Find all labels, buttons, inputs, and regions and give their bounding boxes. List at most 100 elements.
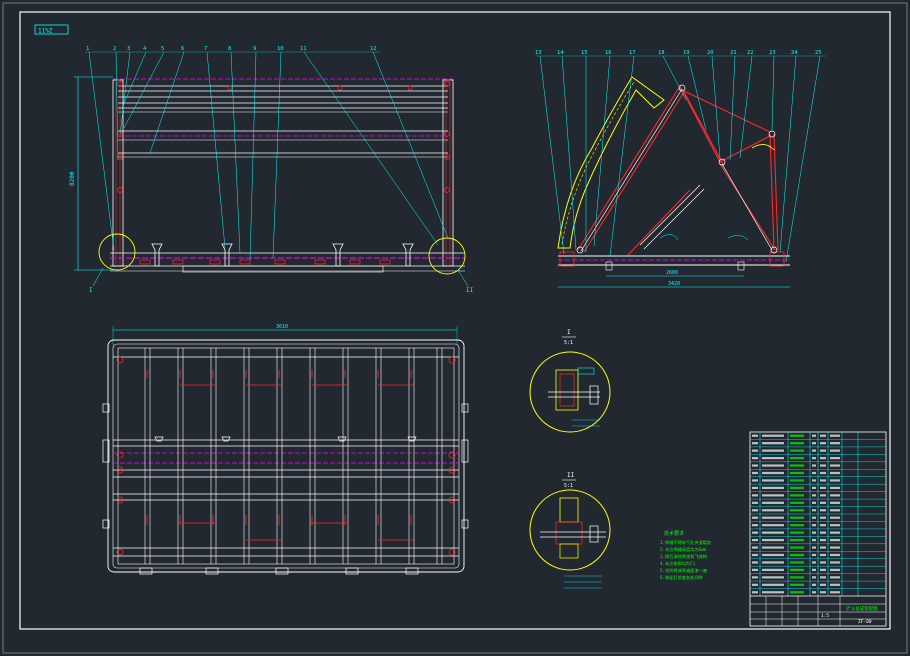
bom-cell-mark	[820, 591, 826, 594]
bom-cell-mark	[820, 471, 826, 475]
bom-cell-mark	[762, 516, 784, 519]
bom-cell-mark	[790, 471, 804, 475]
bom-cell-mark	[820, 538, 826, 542]
bom-cell-mark	[830, 538, 840, 542]
front-view: 8200	[69, 46, 474, 294]
bom-cell-mark	[790, 546, 804, 549]
front-section-mark-I: I	[89, 287, 93, 294]
bom-cell-mark	[762, 509, 784, 512]
bom-cell-mark	[830, 449, 840, 452]
bom-cell-mark	[830, 583, 840, 586]
bom-cell-mark	[752, 486, 758, 490]
bom-cell-mark	[812, 486, 816, 490]
inner-frame	[19, 11, 891, 630]
bom-cell-mark	[752, 591, 758, 594]
bom-cell-mark	[812, 553, 816, 557]
bom-cell-mark	[752, 434, 758, 437]
bom-cell-mark	[762, 494, 784, 497]
bom-cell-mark	[812, 568, 816, 572]
detail-circle-front-left	[98, 233, 136, 271]
bom-cell-mark	[752, 583, 758, 586]
bom-cell-mark	[812, 501, 816, 504]
bom-cell-mark	[830, 442, 840, 445]
bom-cell-mark	[790, 568, 804, 572]
bom-cell-mark	[812, 464, 816, 467]
bom-cell-mark	[762, 583, 784, 586]
bom-cell-mark	[790, 449, 804, 452]
bom-cell-mark	[812, 538, 816, 542]
bom-cell-mark	[820, 434, 826, 437]
front-side-dimension: 8200	[69, 171, 76, 186]
detail-circle-front-right	[428, 237, 466, 275]
side-callout: 17	[629, 50, 636, 56]
side-callout: 21	[730, 50, 737, 56]
bom-cell-mark	[762, 553, 784, 557]
note-line: 3.焊后清除焊渣和飞溅物	[660, 553, 707, 560]
bom-cell-mark	[752, 509, 758, 512]
bom-cell-mark	[752, 442, 758, 445]
bom-cell-mark	[790, 442, 804, 445]
bom-cell-mark	[752, 524, 758, 527]
bom-cell-mark	[790, 464, 804, 467]
side-callout: 24	[791, 50, 798, 56]
bom-cell-mark	[762, 442, 784, 445]
corner-tag-box	[34, 24, 69, 35]
bom-cell-mark	[830, 509, 840, 512]
bom-cell-mark	[830, 494, 840, 497]
bom-cell-mark	[762, 531, 784, 534]
bom-cell-mark	[762, 524, 784, 527]
bom-cell-mark	[812, 449, 816, 452]
bom-cell-mark	[830, 553, 840, 557]
front-callout: 11	[300, 46, 307, 52]
bom-cell-mark	[790, 553, 804, 557]
side-callout: 22	[747, 50, 754, 56]
bom-cell-mark	[820, 449, 826, 452]
plan-top-dimension: 3610	[276, 324, 288, 330]
bom-cell-mark	[790, 583, 804, 586]
bom-cell-mark	[820, 456, 826, 460]
bom-cell-mark	[830, 576, 840, 579]
bom-cell-mark	[762, 449, 784, 452]
bom-cell-mark	[830, 434, 840, 437]
note-line: 4.未注倒角均为C1	[660, 560, 696, 567]
front-callout: 4	[143, 46, 147, 52]
side-callout: 13	[535, 50, 542, 56]
parts-list-table	[749, 431, 887, 627]
side-dimension-inner: 2680	[666, 270, 678, 276]
front-callout: 6	[181, 46, 184, 52]
front-callout: 2	[113, 46, 116, 52]
bom-cell-mark	[812, 531, 816, 534]
bom-cell-mark	[820, 464, 826, 467]
bom-cell-mark	[752, 494, 758, 497]
title-drawing-name: 铲斗总成装配图	[846, 605, 878, 612]
bom-cell-mark	[812, 494, 816, 497]
bom-cell-mark	[812, 434, 816, 437]
side-callout: 16	[605, 50, 612, 56]
front-section-mark-II: II	[466, 287, 474, 294]
side-callout: 18	[658, 50, 665, 56]
bom-cell-mark	[812, 546, 816, 549]
front-callout: 12	[370, 46, 377, 52]
bom-cell-mark	[790, 456, 804, 460]
side-callout: 20	[707, 50, 714, 56]
bom-cell-mark	[812, 591, 816, 594]
bom-cell-mark	[830, 456, 840, 460]
bom-cell-mark	[752, 553, 758, 557]
bom-cell-mark	[752, 516, 758, 519]
bom-cell-mark	[812, 516, 816, 519]
bom-cell-mark	[820, 546, 826, 549]
bom-cell-mark	[790, 531, 804, 534]
bom-cell-mark	[790, 479, 804, 482]
bom-cell-mark	[820, 576, 826, 579]
bom-cell-mark	[790, 486, 804, 490]
bom-cell-mark	[820, 494, 826, 497]
bom-cell-mark	[752, 561, 758, 564]
bom-cell-mark	[790, 434, 804, 437]
bom-cell-mark	[790, 576, 804, 579]
title-block: 铲斗总成装配图 ZF-00 1:5	[750, 595, 886, 626]
bom-cell-mark	[820, 442, 826, 445]
detail-II-scale: 5:1	[564, 483, 573, 489]
bom-cell-mark	[752, 479, 758, 482]
bom-cell-mark	[790, 509, 804, 512]
